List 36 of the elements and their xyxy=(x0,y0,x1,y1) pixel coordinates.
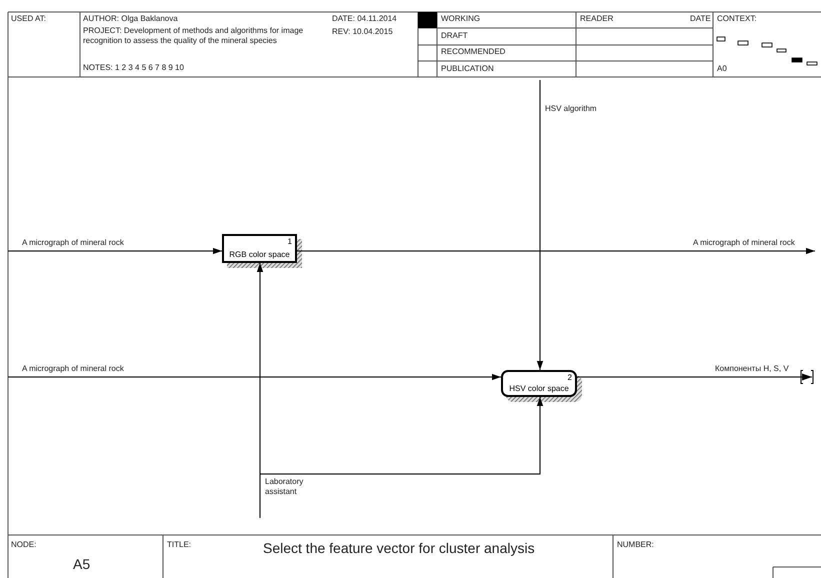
activity-box xyxy=(222,234,297,263)
form-field-label: DATE: 04.11.2014 xyxy=(332,14,397,24)
arrow-label: Компоненты H, S, V xyxy=(715,364,789,374)
arrow xyxy=(8,248,222,254)
activity-name: HSV color space xyxy=(508,384,570,393)
arrow-label: A micrograph of mineral rock xyxy=(693,238,795,248)
form-field-label: NODE: xyxy=(11,540,36,550)
form-field-label: PUBLICATION xyxy=(441,64,494,74)
node-number: A5 xyxy=(73,556,90,572)
activity-number: 2 xyxy=(568,373,572,382)
arrow xyxy=(260,396,544,518)
form-field-label: DATE xyxy=(690,14,711,24)
activity-number: 1 xyxy=(288,237,292,246)
form-field-label: READER xyxy=(580,14,614,24)
form-field-label: CONTEXT: xyxy=(717,14,757,24)
form-field-label: REV: 10.04.2015 xyxy=(332,27,393,37)
arrow xyxy=(296,248,816,254)
form-field-label: TITLE: xyxy=(167,540,192,550)
arrow xyxy=(536,80,544,370)
node-number: A0 xyxy=(717,64,727,74)
arrow-label: A micrograph of mineral rock xyxy=(22,238,124,248)
form-field-label: AUTHOR: Olga Baklanova xyxy=(83,14,178,24)
form-field-label: RECOMMENDED xyxy=(441,47,506,57)
arrow-label: HSV algorithm xyxy=(545,104,597,114)
activity-name: RGB color space xyxy=(228,250,291,259)
activity-box xyxy=(501,370,577,397)
form-field-label: WORKING xyxy=(441,14,480,24)
diagram-title: Select the feature vector for cluster analysis xyxy=(263,540,535,557)
arrow-label: A micrograph of mineral rock xyxy=(22,364,124,374)
form-field-label: NUMBER: xyxy=(617,540,654,550)
form-field-label: PROJECT: Development of methods and algorithms for image recognition to assess the quality of the mineral species xyxy=(83,26,304,46)
form-field-label: NOTES: 1 2 3 4 5 6 7 8 9 10 xyxy=(83,63,184,73)
arrow xyxy=(8,374,502,380)
form-field-label: DRAFT xyxy=(441,31,468,41)
form-field-label: USED AT: xyxy=(11,14,46,24)
arrow xyxy=(576,370,814,384)
